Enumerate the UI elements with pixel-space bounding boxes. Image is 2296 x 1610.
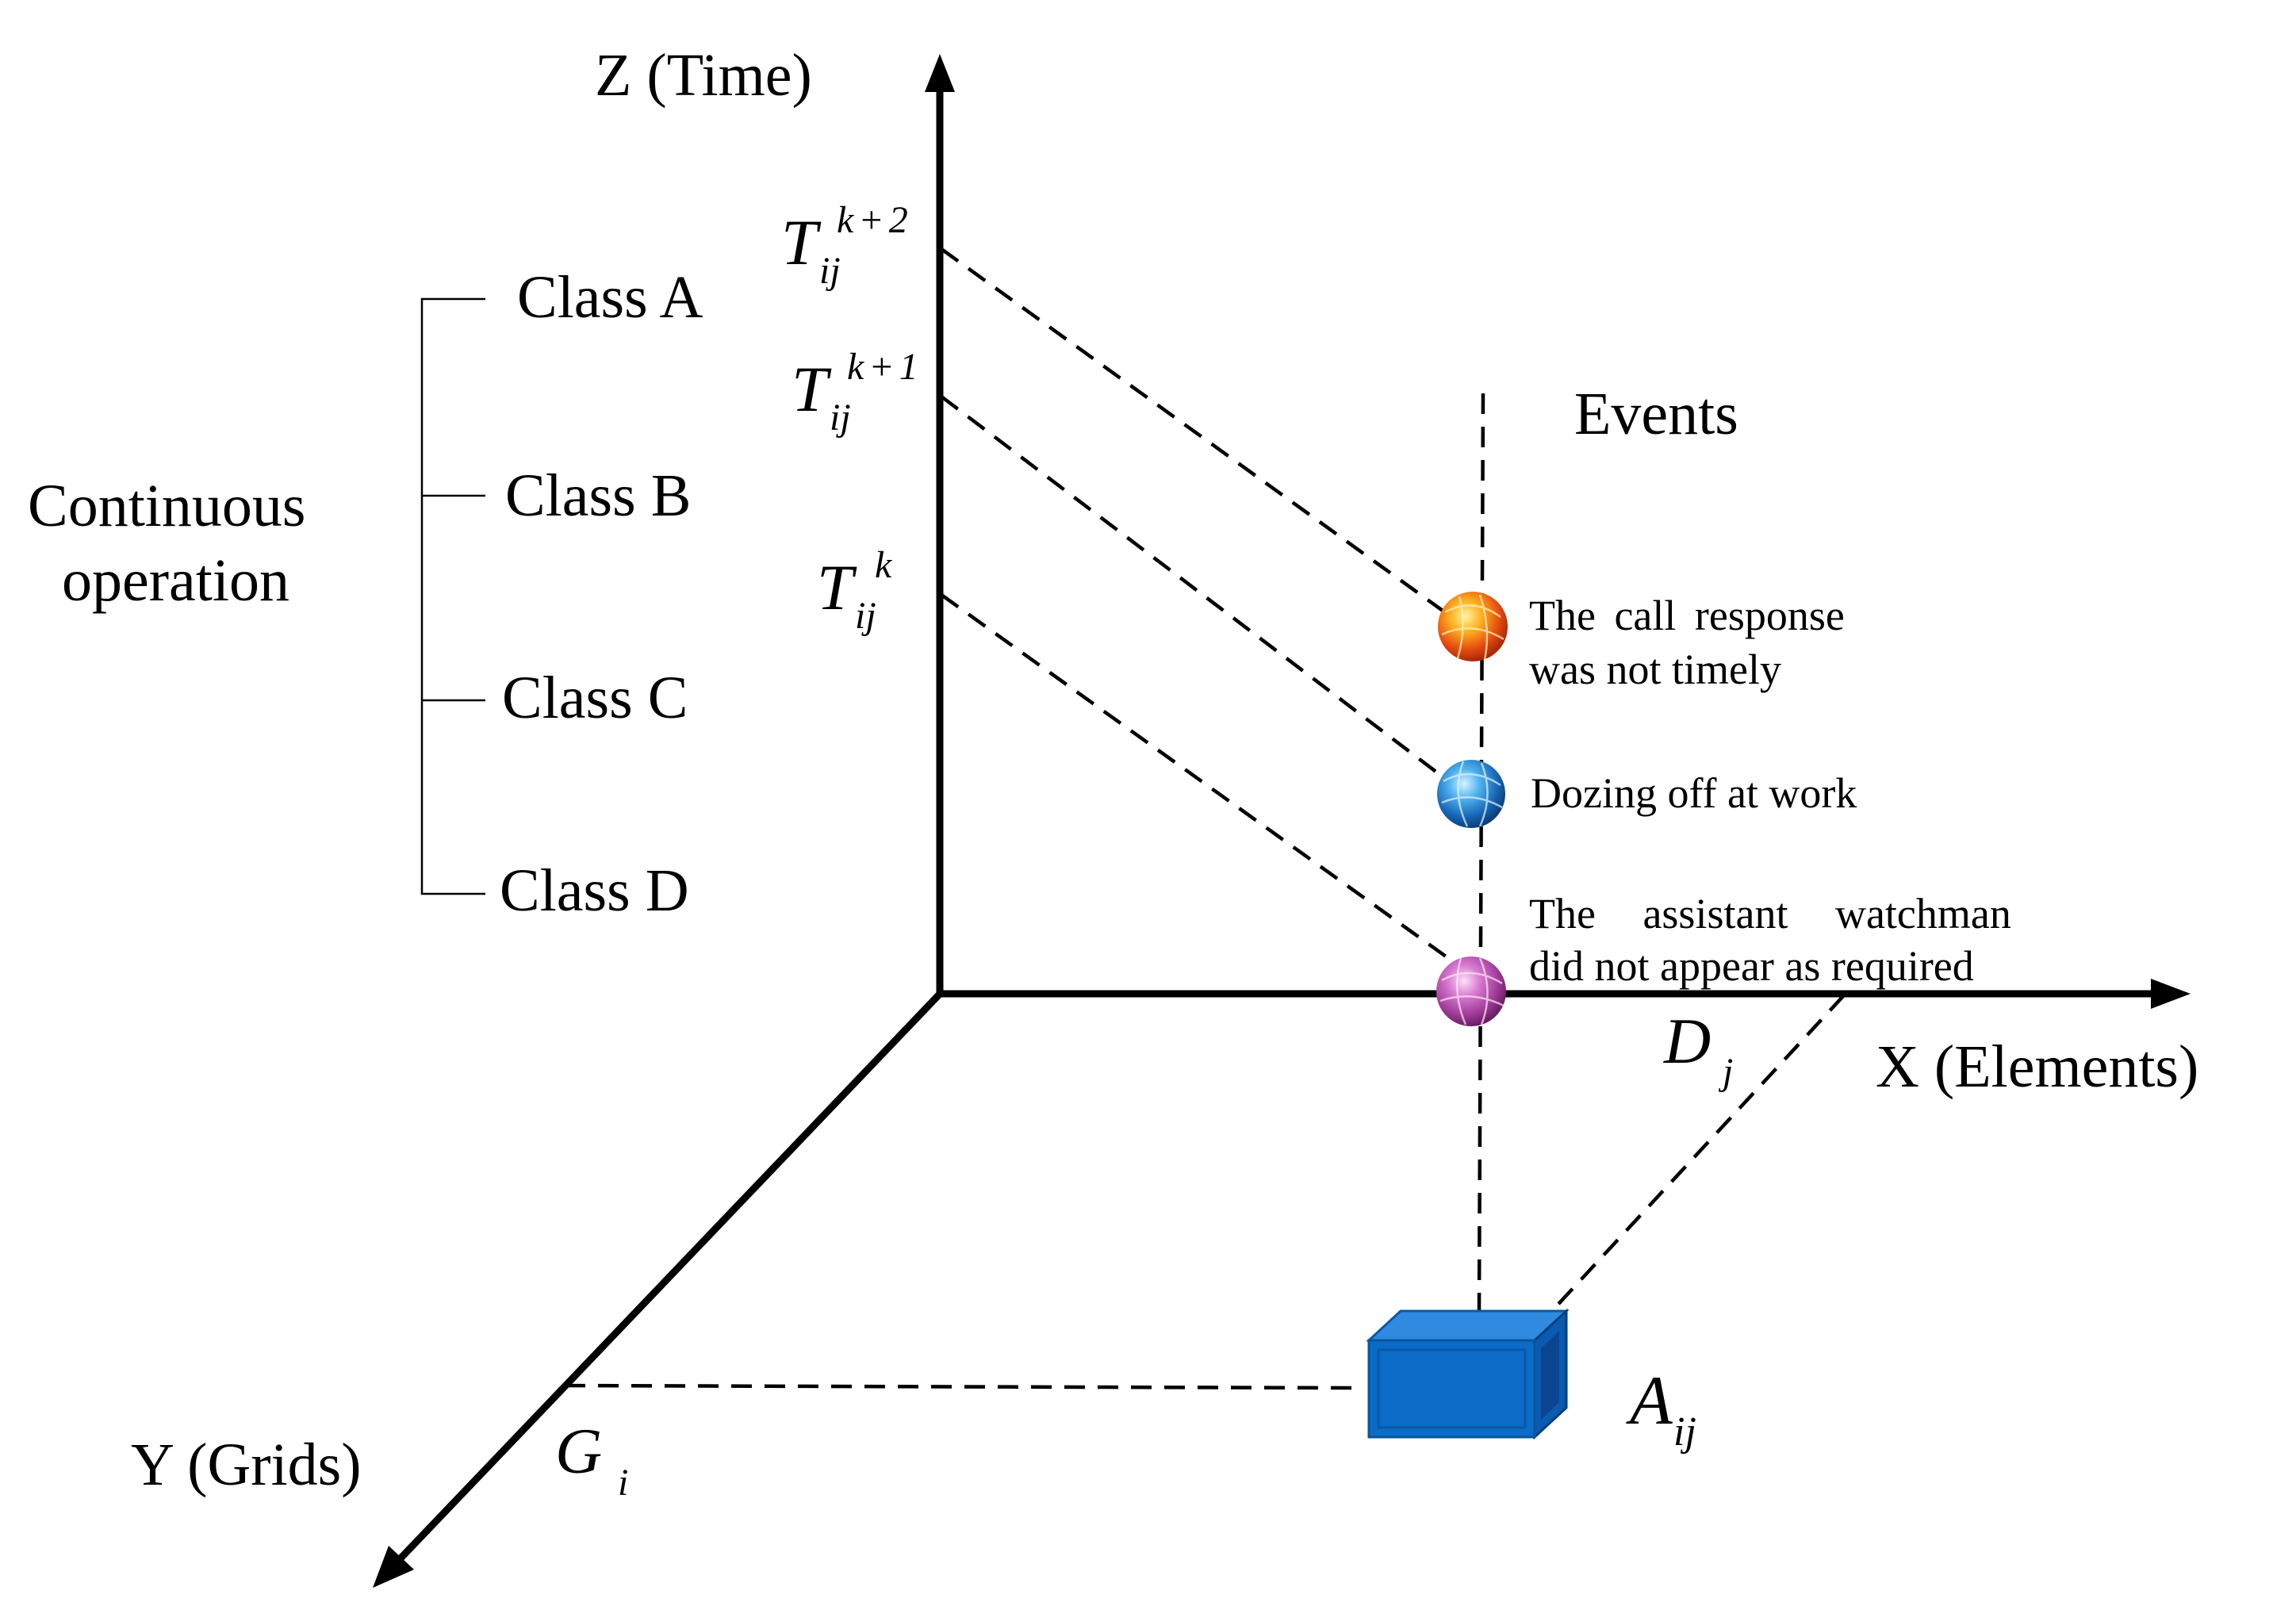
guide-time-k1 bbox=[940, 395, 1455, 787]
z-axis-label: Z (Time) bbox=[595, 42, 812, 109]
blue-sphere-icon bbox=[1437, 760, 1505, 828]
event-text-line2: was not timely bbox=[1529, 646, 1781, 693]
class-c-label: Class C bbox=[502, 665, 688, 731]
class-b-label: Class B bbox=[505, 462, 691, 529]
cell-mark: A ij bbox=[1626, 1363, 1696, 1455]
group-label-line2: operation bbox=[62, 547, 289, 614]
class-d-label: Class D bbox=[500, 857, 689, 924]
bracket-line bbox=[420, 297, 485, 895]
element-mark-base: D bbox=[1663, 1005, 1711, 1077]
class-a-label: Class A bbox=[517, 264, 703, 331]
element-mark: D j bbox=[1663, 1005, 1733, 1093]
cell-box-front-inset bbox=[1377, 1348, 1527, 1429]
guide-element-diagonal bbox=[1549, 994, 1846, 1314]
event-text-line2: did not appear as required bbox=[1529, 942, 1974, 990]
time-mark-base: T bbox=[781, 206, 822, 278]
cell-box-front bbox=[1367, 1339, 1536, 1439]
time-mark-k2: T ij k+2 bbox=[781, 199, 913, 292]
time-mark-sub: ij bbox=[830, 397, 851, 439]
orange-sphere-icon bbox=[1438, 592, 1508, 661]
time-mark-k1: T ij k+1 bbox=[792, 346, 923, 439]
time-mark-sup: k+2 bbox=[837, 199, 913, 241]
event-item: The call response was not timely bbox=[1438, 592, 1845, 693]
x-axis-arrowhead bbox=[2151, 979, 2191, 1009]
cell-box bbox=[1366, 1308, 1570, 1440]
cell-mark-base: A bbox=[1626, 1363, 1673, 1439]
time-mark-k: T ij k bbox=[817, 544, 893, 637]
event-item: Dozing off at work bbox=[1437, 760, 1857, 828]
x-axis-label: X (Elements) bbox=[1876, 1033, 2198, 1100]
time-mark-sub: ij bbox=[819, 250, 841, 292]
time-mark-sup: k+1 bbox=[847, 346, 923, 388]
z-axis-arrowhead bbox=[925, 54, 955, 92]
guide-time-k bbox=[940, 593, 1455, 964]
time-mark-base: T bbox=[792, 353, 832, 425]
class-bracket bbox=[420, 297, 485, 895]
event-text-line1: Dozing off at work bbox=[1531, 769, 1857, 817]
y-axis-arrowhead bbox=[373, 1546, 414, 1588]
cell-box-side-inset bbox=[1541, 1331, 1559, 1420]
event-text-line1: The assistant watchman bbox=[1529, 890, 2011, 937]
guide-time-k2 bbox=[940, 247, 1455, 620]
element-mark-sub: j bbox=[1718, 1051, 1733, 1093]
grid-mark-sub: i bbox=[618, 1462, 628, 1504]
purple-sphere-icon bbox=[1436, 956, 1506, 1026]
events-title: Events bbox=[1574, 381, 1738, 447]
y-axis-label: Y (Grids) bbox=[131, 1432, 362, 1498]
grid-mark: G i bbox=[555, 1415, 628, 1504]
y-axis bbox=[396, 989, 945, 1563]
event-text-line1: The call response bbox=[1529, 592, 1845, 639]
event-item: The assistant watchman did not appear as… bbox=[1436, 890, 2011, 1026]
time-mark-sup: k bbox=[875, 544, 893, 586]
time-mark-sub: ij bbox=[855, 595, 876, 637]
cell-mark-sub: ij bbox=[1673, 1409, 1696, 1455]
guide-events-vertical bbox=[1477, 393, 1485, 1313]
group-label-line1: Continuous bbox=[28, 473, 306, 539]
cell-box-top bbox=[1366, 1309, 1570, 1342]
guide-grid-horizontal bbox=[564, 1383, 1365, 1390]
time-mark-base: T bbox=[817, 551, 857, 623]
grid-mark-base: G bbox=[555, 1415, 602, 1487]
